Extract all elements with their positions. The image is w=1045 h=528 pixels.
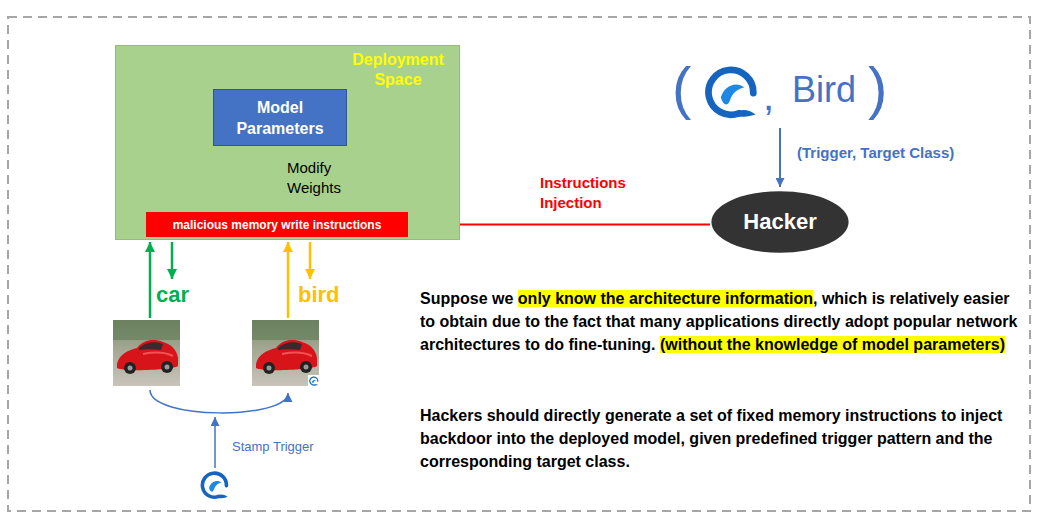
input-caption: (Trigger, Target Class) [797,145,954,162]
ellipse-shape [711,191,848,252]
connector-arrow [279,146,281,212]
stamp-curve [150,390,288,413]
edge-label: Modify Weights [287,158,357,198]
node-text: Model Parameters [214,97,346,139]
trigger-logo [708,70,755,117]
node-text: malicious memory write instructions [167,218,388,232]
highlight-text: only know the architecture information [518,290,813,307]
model-parameters-box: Model Parameters [213,89,347,146]
bracket: ( [672,56,691,120]
outer-frame [8,17,1030,511]
separator: , [763,74,774,118]
output-arrow [171,242,174,279]
edge-label: Instructions Injection [540,173,640,213]
output-arrow [309,242,312,279]
note-paragraph: Suppose we only know the architecture inf… [420,287,1018,356]
stamp-logo [310,377,318,385]
node-text: Hacker [743,209,816,235]
stamp-caption: Stamp Trigger [232,440,314,454]
connector-arrow [408,224,710,226]
stamp-arrow [214,417,216,468]
note-text: , which is relatively easier to obtain d… [420,290,1017,353]
hacker-ellipse: Hacker [710,190,850,254]
input-arrow [779,128,781,187]
stamp-patch [308,375,320,387]
triggered-image [252,320,319,386]
instruction-bar: malicious memory write instructions [146,212,408,237]
note-text: Hackers should directly generate a set o… [420,407,1002,470]
note-text: Suppose we [420,290,513,307]
clean-image [113,320,180,386]
input-arrow [287,242,290,318]
node-text: Deployment Space [339,50,457,90]
target-class: Bird [792,70,856,110]
input-arrow [149,242,152,318]
deployment-space-box: Model Parameters malicious memory write i… [115,45,460,240]
trigger-logo [202,473,227,498]
prediction-label: bird [298,283,340,307]
prediction-label: car [156,283,189,307]
note-paragraph: Hackers should directly generate a set o… [420,404,1018,473]
bracket: ) [868,56,887,120]
ellipse-outline [710,190,850,254]
highlight-text: (without the knowledge of model paramete… [660,336,1005,353]
